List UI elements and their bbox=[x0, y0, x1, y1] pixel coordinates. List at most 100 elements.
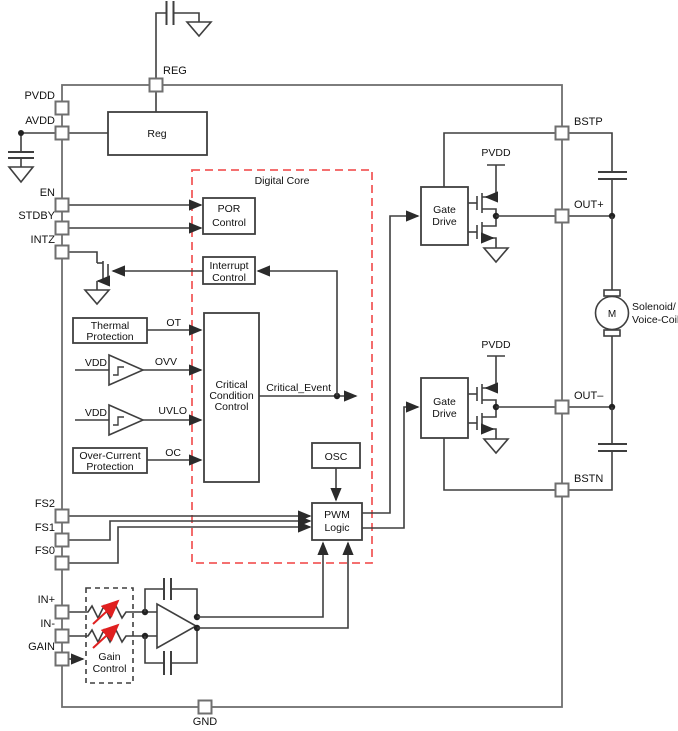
pin-outp: OUT+ bbox=[554, 199, 604, 224]
pin-inp: IN+ bbox=[38, 594, 70, 620]
hysteresis-icon bbox=[113, 416, 124, 426]
load-label-line1: Solenoid/ bbox=[632, 301, 676, 313]
capacitor-icon bbox=[165, 1, 175, 25]
svg-text:FS1: FS1 bbox=[35, 522, 55, 534]
svg-text:Protection: Protection bbox=[86, 461, 133, 473]
svg-text:FS2: FS2 bbox=[35, 498, 55, 510]
svg-text:PVDD: PVDD bbox=[24, 90, 55, 102]
svg-text:EN: EN bbox=[40, 187, 55, 199]
svg-text:Control: Control bbox=[212, 272, 246, 284]
pin-avdd: AVDD bbox=[25, 115, 70, 141]
high-side-mosfet-icon-top bbox=[468, 164, 505, 216]
low-side-mosfet-icon-bottom bbox=[468, 407, 510, 455]
svg-text:POR: POR bbox=[218, 203, 241, 215]
svg-text:GND: GND bbox=[193, 716, 218, 728]
ground-icon bbox=[482, 247, 510, 264]
critical-condition-control-block: Critical Condition Control bbox=[203, 312, 260, 483]
critical-event-label: Critical_Event bbox=[266, 382, 331, 394]
pin-pvdd: PVDD bbox=[24, 90, 70, 116]
pvdd-label-top: PVDD bbox=[481, 147, 511, 159]
svg-text:Control: Control bbox=[93, 663, 127, 675]
svg-text:Drive: Drive bbox=[432, 216, 457, 228]
ovv-comparator-icon bbox=[75, 353, 145, 387]
svg-text:Drive: Drive bbox=[432, 408, 457, 420]
digital-core-label: Digital Core bbox=[255, 175, 310, 187]
reg-external-network bbox=[155, 1, 213, 79]
svg-text:IN+: IN+ bbox=[38, 594, 55, 606]
oc-signal-label: OC bbox=[165, 447, 181, 459]
low-side-mosfet-icon-top bbox=[468, 216, 510, 264]
pin-fs1: FS1 bbox=[35, 522, 70, 548]
svg-text:Thermal: Thermal bbox=[91, 320, 130, 332]
svg-text:Over-Current: Over-Current bbox=[79, 450, 140, 462]
pin-fs2: FS2 bbox=[35, 498, 70, 524]
ovv-signal-label: OVV bbox=[155, 356, 177, 368]
ground-icon bbox=[7, 166, 35, 184]
reg-block-label: Reg bbox=[147, 128, 166, 140]
capacitor-icon bbox=[598, 171, 627, 180]
ground-icon bbox=[185, 21, 213, 38]
capacitor-icon bbox=[163, 578, 172, 600]
svg-text:Gate: Gate bbox=[433, 396, 456, 408]
hysteresis-icon bbox=[113, 366, 124, 376]
svg-text:REG: REG bbox=[163, 65, 187, 77]
high-side-mosfet-icon-bottom bbox=[468, 355, 505, 407]
chip-boundary bbox=[61, 84, 563, 708]
svg-text:OUT–: OUT– bbox=[574, 390, 604, 402]
svg-text:Protection: Protection bbox=[86, 331, 133, 343]
thermal-protection-block: Thermal Protection bbox=[72, 317, 148, 344]
vdd-label-ovv: VDD bbox=[85, 357, 108, 369]
svg-text:PWM: PWM bbox=[324, 509, 350, 521]
bstn-bootstrap-capacitor bbox=[568, 407, 627, 491]
variable-resistor-icon-inn bbox=[68, 623, 157, 649]
pin-en: EN bbox=[40, 187, 70, 213]
load-label-line2: Voice-Coil bbox=[632, 314, 678, 326]
svg-text:Gain: Gain bbox=[98, 651, 120, 663]
uvlo-signal-label: UVLO bbox=[158, 405, 187, 417]
variable-resistor-icon-inp bbox=[68, 599, 157, 625]
pin-bstn: BSTN bbox=[554, 473, 603, 498]
feedback-capacitor-bottom bbox=[144, 628, 198, 675]
svg-text:Critical: Critical bbox=[215, 379, 247, 391]
svg-text:Gate: Gate bbox=[433, 204, 456, 216]
svg-text:BSTN: BSTN bbox=[574, 473, 603, 485]
svg-text:Interrupt: Interrupt bbox=[209, 260, 248, 272]
capacitor-icon bbox=[8, 151, 34, 159]
bstp-bootstrap-capacitor bbox=[568, 132, 627, 216]
pin-fs0: FS0 bbox=[35, 545, 70, 571]
capacitor-icon bbox=[598, 443, 627, 452]
feedback-capacitor-top bbox=[144, 578, 198, 617]
pin-inn: IN- bbox=[40, 618, 70, 644]
uvlo-comparator-icon bbox=[75, 403, 145, 437]
osc-block: OSC bbox=[311, 442, 361, 469]
pin-bstp: BSTP bbox=[554, 116, 603, 141]
pvdd-label-bottom: PVDD bbox=[481, 339, 511, 351]
pwm-logic-block: PWM Logic bbox=[311, 502, 363, 541]
capacitor-icon bbox=[163, 651, 172, 675]
ot-signal-label: OT bbox=[166, 317, 181, 329]
svg-text:STDBY: STDBY bbox=[18, 210, 55, 222]
pin-gnd: GND bbox=[193, 699, 218, 728]
svg-text:OSC: OSC bbox=[325, 451, 348, 463]
svg-text:FS0: FS0 bbox=[35, 545, 55, 557]
svg-text:Control: Control bbox=[212, 217, 246, 229]
vdd-label-uvlo: VDD bbox=[85, 407, 108, 419]
svg-text:Logic: Logic bbox=[324, 522, 349, 534]
pin-intz: INTZ bbox=[31, 234, 70, 260]
motor-symbol-label: M bbox=[608, 309, 616, 320]
svg-text:INTZ: INTZ bbox=[31, 234, 56, 246]
pin-reg: REG bbox=[148, 65, 187, 93]
opamp-icon bbox=[156, 602, 198, 650]
svg-text:Condition: Condition bbox=[209, 390, 254, 402]
svg-text:BSTP: BSTP bbox=[574, 116, 603, 128]
over-current-protection-block: Over-Current Protection bbox=[72, 447, 148, 474]
svg-text:IN-: IN- bbox=[40, 618, 55, 630]
reg-block: Reg bbox=[107, 111, 208, 156]
svg-text:GAIN: GAIN bbox=[28, 641, 55, 653]
avdd-external-network bbox=[7, 130, 56, 184]
ground-icon bbox=[83, 289, 111, 306]
gate-drive-top-block: Gate Drive bbox=[420, 186, 469, 246]
svg-text:AVDD: AVDD bbox=[25, 115, 55, 127]
pin-stdby: STDBY bbox=[18, 210, 70, 236]
